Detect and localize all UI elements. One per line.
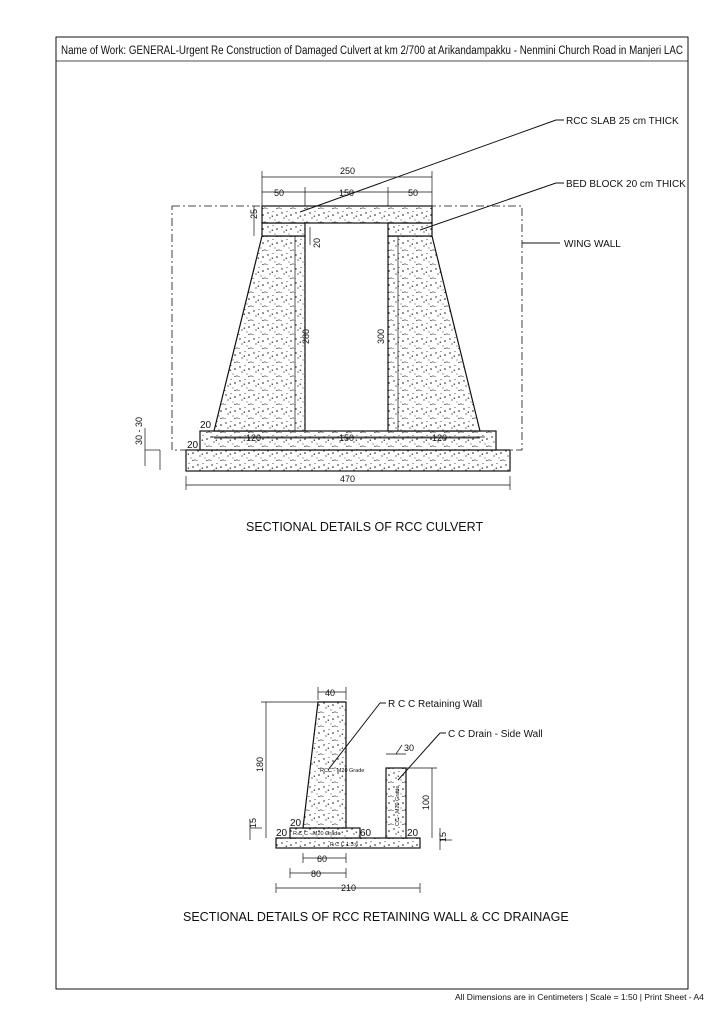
retaining-drawing: P C C 1:3:6 R C C - M20 Grade RCC - M20 … [183,687,569,924]
label-rcc-retaining-wall: R C C Retaining Wall [388,699,482,710]
rcc-retaining-wall [302,701,347,829]
dim-w60: 60 [317,854,327,864]
label-bed-block: BED BLOCK 20 cm THICK [566,179,686,190]
label-base-grade: R C C - M20 Grade [293,831,340,837]
dim-footing-thk: 30 - 30 [134,417,144,445]
dim-wall-top: 40 [325,688,335,698]
dim-footing-left: 120 [246,433,261,443]
dim-footing-mid: 150 [339,433,354,443]
dim-step-lower: 20 [187,440,199,451]
footer-note: All Dimensions are in Centimeters | Scal… [455,992,704,1002]
abutment-left [213,235,306,432]
dim-footing-right: 120 [432,433,447,443]
rcc-slab [261,205,433,224]
culvert-drawing: 250 50 150 50 25 20 280 300 20 20 120 15… [134,116,686,534]
dim-w210: 210 [341,883,356,893]
dim-toe-left: 20 [276,828,288,839]
cc-drain-side-wall [385,767,407,839]
bed-block-right [387,222,433,237]
dim-base-right: 15 [438,832,448,842]
dim-w80: 80 [311,869,321,879]
dim-base-left: 15 [248,818,258,828]
dim-heel: 20 [407,828,419,839]
dim-wall-height: 300 [376,329,386,344]
abutment-right [387,235,481,432]
dim-top-mid: 150 [339,188,354,198]
dim-wall-height-rw: 180 [255,757,265,772]
dim-gap: 60 [360,828,372,839]
footing-lower [185,449,511,472]
caption-retaining: SECTIONAL DETAILS OF RCC RETAINING WALL … [183,910,569,924]
dim-slab: 25 [249,209,259,219]
sheet-border [55,36,689,990]
bed-block-left [261,222,306,237]
dim-step-upper: 20 [200,420,212,431]
label-wing-wall: WING WALL [564,239,621,250]
dim-top-left: 50 [274,188,284,198]
label-cc-drain: C C Drain - Side Wall [448,729,543,740]
name-of-work: Name of Work: GENERAL-Urgent Re Construc… [61,45,683,57]
caption-culvert: SECTIONAL DETAILS OF RCC CULVERT [246,520,483,534]
footing-upper [199,430,497,451]
dim-drain-top: 30 [404,743,414,753]
dim-toe: 20 [290,818,302,829]
label-pcc: P C C 1:3:6 [330,842,358,848]
label-wall-grade: RCC - M20 Grade [320,768,364,774]
dim-overall-top: 250 [340,166,355,176]
dim-drain-height: 100 [421,795,431,810]
dim-overall-base: 470 [340,474,355,484]
label-rcc-slab: RCC SLAB 25 cm THICK [566,116,679,127]
label-drain-grade: CC - M20 Grade [395,786,401,826]
dim-bed-block: 20 [312,238,322,248]
dim-clear-height: 280 [301,329,311,344]
dim-top-right: 50 [408,188,418,198]
